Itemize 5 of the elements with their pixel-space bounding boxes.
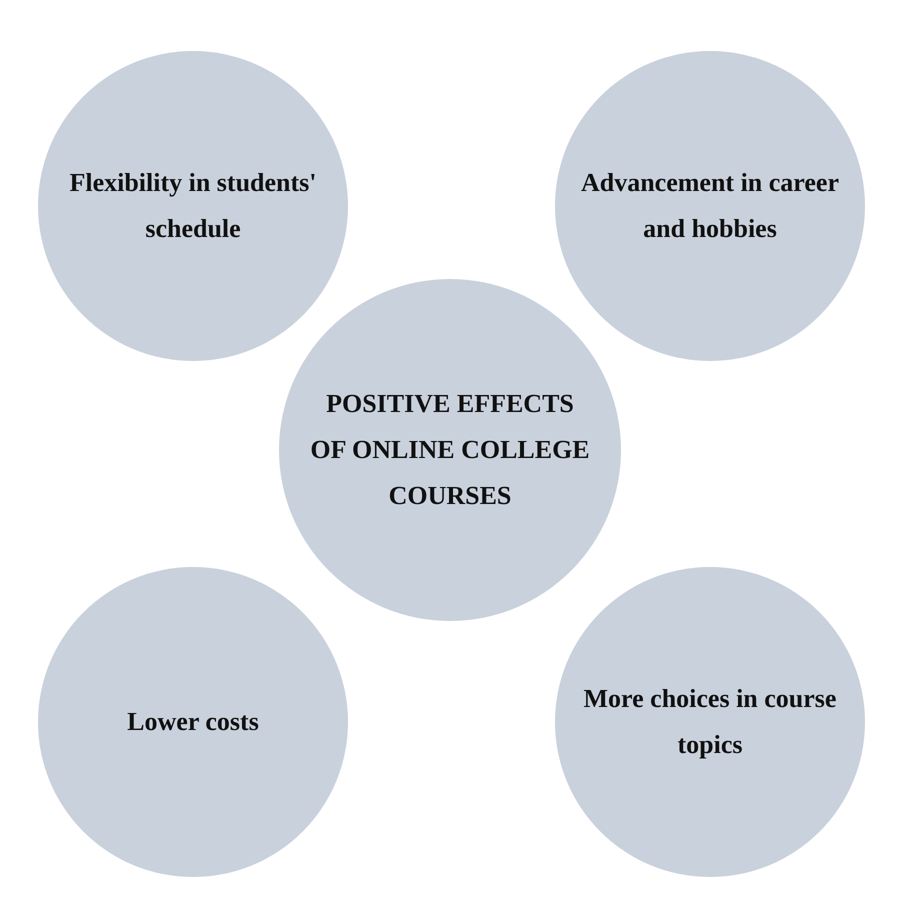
effect-text: Lower costs xyxy=(127,706,259,738)
central-topic-text: POSITIVE EFFECTS OF ONLINE COLLEGE COURSES xyxy=(309,388,591,512)
effect-text: More choices in course topics xyxy=(582,683,838,761)
effect-text: Advancement in career and hobbies xyxy=(580,167,840,245)
effect-text: Flexibility in students' schedule xyxy=(68,167,318,245)
